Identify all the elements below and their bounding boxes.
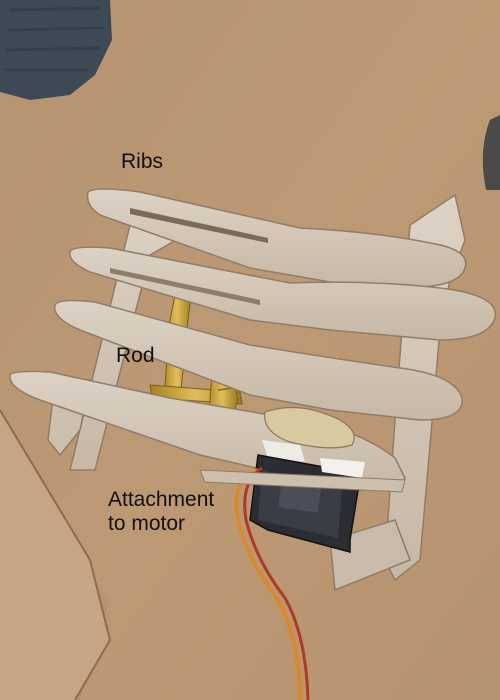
rib-3 [53, 299, 463, 421]
rib-1-slot [130, 208, 268, 243]
ribs-label: Ribs [121, 150, 164, 173]
rib-1 [86, 188, 467, 288]
fabric-texture [4, 6, 105, 72]
rib-4 [9, 370, 406, 491]
cardboard-sheet-lower [0, 410, 110, 700]
servo-horn [264, 406, 355, 449]
attachment-label: Attachment to motor [108, 488, 215, 535]
wire-red [243, 466, 310, 700]
rib-2 [69, 246, 497, 341]
wire-orange [234, 468, 302, 700]
dark-object [482, 115, 500, 190]
cardboard-sheet-edge [0, 409, 112, 700]
servo-tape [262, 440, 305, 462]
rod-label: Rod [116, 344, 155, 367]
bottom-strip [199, 469, 406, 493]
rib-2-slot [110, 268, 260, 305]
